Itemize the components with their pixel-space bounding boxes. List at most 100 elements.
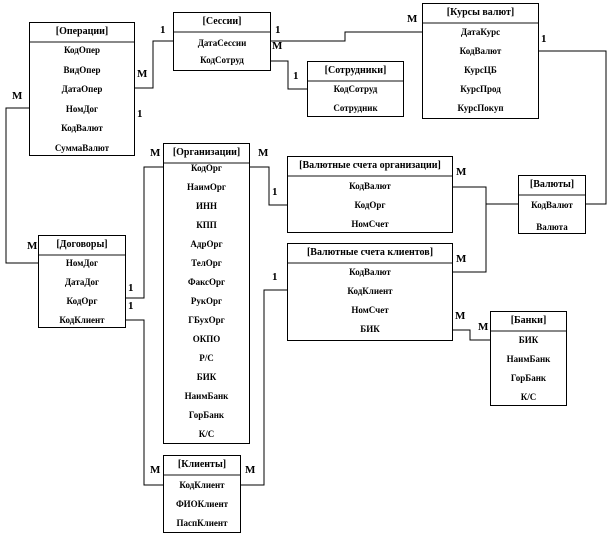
relationship-line (250, 166, 287, 206)
cardinality-label: 1 (275, 24, 281, 36)
entity-field: НомДог (65, 258, 99, 268)
entity-field: ДатаДог (64, 277, 100, 287)
entity-field: ВидОпер (63, 64, 101, 75)
entity-field: КодОрг (354, 200, 386, 210)
entity-title: [Сотрудники] (308, 62, 403, 82)
entity-field: ДатаСессии (197, 38, 247, 48)
entity-title: [Валютные счета клиентов] (288, 244, 452, 264)
entity-title: [Клиенты] (164, 456, 240, 476)
entity-field: ФаксОрг (187, 277, 226, 287)
entity-field: КодКлиент (59, 315, 105, 325)
entity-field: НомСчет (351, 305, 389, 315)
entity-field: ПаспКлиент (176, 518, 228, 528)
entity-field: КПП (196, 220, 217, 230)
cardinality-label: М (272, 40, 283, 52)
cardinality-label: М (150, 147, 161, 159)
entity-field: КодОпер (63, 45, 101, 55)
entity-field: Валюта (536, 222, 568, 232)
cardinality-label: М (27, 240, 38, 252)
cardinality-label: М (455, 310, 466, 322)
entity-field: КодОрг (191, 163, 222, 173)
relationship-line (135, 40, 173, 89)
entity-field: НаимБанк (184, 391, 229, 401)
cardinality-label: 1 (128, 300, 134, 312)
entity-field: ДатаКурс (460, 27, 501, 37)
cardinality-label: М (12, 90, 23, 102)
entity-field: КурсЦБ (464, 65, 497, 75)
entity-field: КодВалют (61, 123, 103, 133)
entity-field: СуммаВалют (54, 142, 110, 153)
entity-title: [Организации] (164, 144, 249, 164)
entity-title: [Курсы валют] (423, 4, 538, 24)
entity-field: КодСотруд (200, 55, 244, 65)
entity-field: Сотрудник (333, 103, 378, 113)
relationship-line (453, 329, 490, 341)
cardinality-label: М (258, 147, 269, 159)
entity-field: НаимОрг (187, 182, 226, 192)
entity-field: КодКлиент (179, 480, 225, 490)
entity-field: КурсПокуп (457, 103, 504, 113)
entity-field: К/С (520, 392, 537, 402)
entity-title: [Банки] (491, 312, 566, 332)
relationship-line (539, 50, 607, 205)
entity-field: КодСотруд (333, 84, 378, 94)
relationship-line (271, 60, 307, 90)
entity-field: ИНН (195, 201, 217, 211)
entity-field: НомСчет (351, 219, 389, 229)
cardinality-label: М (137, 68, 148, 80)
entity-field: КодВалют (459, 46, 502, 56)
entity-title: [Валюты] (519, 176, 585, 196)
entity-field: Р/С (199, 353, 214, 363)
cardinality-label: 1 (272, 186, 278, 198)
cardinality-label: 1 (272, 271, 278, 283)
entity-field: ГБухОрг (188, 315, 225, 325)
entity-field: НомДог (65, 103, 99, 114)
entity-field: ОКПО (192, 334, 221, 344)
entity-field: ФИОКлиент (175, 499, 229, 509)
entity-field: КурсПрод (460, 84, 501, 94)
entity-field: КодКлиент (347, 286, 393, 296)
entity-title: [Договоры] (39, 236, 125, 256)
entity-field: КодВалют (349, 267, 391, 277)
cardinality-label: 1 (128, 282, 134, 294)
relationship-line (126, 319, 163, 486)
entity-field: ГорБанк (188, 410, 225, 420)
cardinality-label: М (478, 321, 489, 333)
relationship-line (271, 31, 422, 42)
entity-field: К/С (198, 429, 215, 439)
relationship-line (5, 107, 38, 264)
cardinality-label: 1 (293, 70, 299, 82)
cardinality-label: М (456, 253, 467, 265)
cardinality-label: М (150, 464, 161, 476)
entity-field: КодОрг (66, 296, 98, 306)
relationship-line (241, 289, 287, 486)
entity-field: НаимБанк (506, 354, 551, 364)
cardinality-label: 1 (137, 108, 143, 120)
cardinality-label: 1 (541, 33, 547, 45)
entity-field: ТелОрг (191, 258, 222, 268)
entity-title: [Сессии] (174, 13, 270, 33)
cardinality-label: М (245, 464, 256, 476)
entity-field: ДатаОпер (61, 84, 103, 94)
entity-field: БИК (196, 372, 217, 382)
entity-field: АдрОрг (190, 239, 223, 249)
relationship-line (453, 204, 487, 273)
entity-field: БИК (360, 324, 380, 334)
entity-field: РукОрг (190, 296, 223, 306)
entity-field: ГорБанк (510, 373, 547, 383)
entity-title: [Операции] (30, 23, 134, 43)
entity-field: КодВалют (531, 200, 573, 210)
cardinality-label: М (407, 13, 418, 25)
